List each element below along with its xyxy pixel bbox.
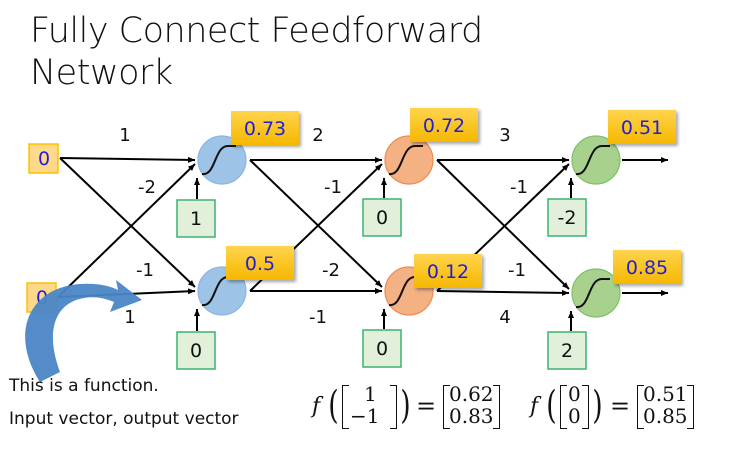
eq2-bracket-open — [560, 385, 567, 429]
output-box — [613, 250, 681, 284]
title-line-2: Network — [30, 53, 173, 93]
eq2-bracket-close — [582, 385, 589, 429]
bias-value: 1 — [190, 208, 202, 230]
eq2-bracket-out-open — [637, 385, 644, 429]
curved-arrow-icon — [25, 280, 143, 382]
eq2-bracket-out-close — [687, 385, 694, 429]
output-value: 0.85 — [626, 257, 668, 279]
caption-line-1: This is a function. — [9, 376, 159, 396]
edge-stage1-top-bottom — [59, 157, 196, 288]
eq2-out-top: 0.51 — [643, 382, 688, 406]
neuron-l2n1: 00.72 — [362, 108, 478, 237]
eq1-equals: = — [416, 392, 437, 420]
eq1-bracket-out-close — [493, 385, 500, 429]
weight-label-stage3-bottom-bottom: 4 — [499, 307, 510, 328]
eq1-in-bottom: −1 — [350, 404, 380, 428]
caption-line-2: Input vector, output vector — [9, 409, 239, 429]
edge-stage1-top-top — [59, 156, 196, 163]
input-value: 0 — [38, 148, 50, 170]
neuron-circle — [384, 135, 434, 185]
bias-box — [362, 198, 402, 237]
eq2-paren-open: ( — [546, 383, 557, 427]
weight-label-stage2-top-bottom: -2 — [322, 260, 340, 281]
weight-label-stage2-top-top: 2 — [312, 125, 323, 146]
sigmoid-icon — [575, 145, 610, 175]
output-box — [231, 111, 299, 145]
bias-value: -2 — [558, 207, 577, 229]
eq1-paren-open: ( — [328, 383, 339, 427]
output-value: 0.73 — [244, 118, 286, 140]
bias-box — [176, 199, 216, 238]
neuron-l1n2: 00.5 — [176, 246, 294, 370]
weight-label-stage3-top-bottom: -1 — [508, 260, 526, 281]
bias-box — [176, 331, 216, 370]
eq1-fn: f — [312, 394, 321, 419]
weight-label-stage1-bottom-bottom: 1 — [124, 307, 135, 328]
eq1-in-top: 1 — [364, 382, 377, 406]
eq2-out-bottom: 0.85 — [643, 404, 688, 428]
eq1-bracket-open — [342, 385, 349, 429]
sigmoid-icon — [388, 145, 423, 175]
title-line-1: Fully Connect Feedforward — [30, 11, 483, 51]
eq1-paren-close: ) — [400, 383, 411, 427]
weight-label-stage2-bottom-top: -1 — [324, 177, 342, 198]
output-box — [226, 246, 294, 280]
sigmoid-icon — [575, 278, 610, 308]
eq1-bracket-close — [390, 385, 397, 429]
bias-value: 0 — [376, 207, 388, 229]
eq1-out-bottom: 0.83 — [449, 404, 494, 428]
input-box — [28, 143, 59, 174]
bias-box — [547, 198, 587, 237]
output-value: 0.5 — [245, 253, 275, 275]
output-value: 0.12 — [427, 261, 469, 283]
slide-title: Fully Connect Feedforward Network — [30, 10, 483, 94]
neuron-l3n2: 20.85 — [547, 250, 681, 370]
eq2-in-bottom: 0 — [568, 404, 581, 428]
eq2-in-top: 0 — [568, 382, 581, 406]
neuron-circle — [571, 268, 621, 318]
bias-value: 0 — [376, 338, 388, 360]
output-value: 0.72 — [423, 115, 465, 137]
equation-2: f ( 0 0 ) = 0.51 0.85 — [530, 380, 730, 440]
weight-label-stage3-top-top: 3 — [499, 125, 510, 146]
bias-value: 2 — [561, 340, 573, 362]
equation-1: f ( 1 −1 ) = 0.62 0.83 — [312, 380, 512, 440]
input-node-1: 0 — [28, 143, 59, 174]
output-value: 0.51 — [621, 117, 663, 139]
eq2-equals: = — [610, 392, 631, 420]
eq2-paren-close: ) — [592, 383, 603, 427]
weight-label-stage1-bottom-top: -2 — [138, 177, 156, 198]
edge-stage1-bottom-top — [57, 163, 196, 298]
edge-stage3-bottom-bottom — [436, 289, 570, 296]
weight-labels: 1 -2 -1 1 2 -1 -2 -1 3 -1 -1 4 — [119, 125, 528, 328]
neuron-l2n2: 00.12 — [362, 254, 482, 368]
bias-box — [362, 329, 402, 368]
weight-label-stage1-top-bottom: -1 — [136, 260, 154, 281]
weight-label-stage2-bottom-bottom: -1 — [309, 307, 327, 328]
neuron-l1n1: 10.73 — [176, 111, 299, 238]
eq1-bracket-out-open — [443, 385, 450, 429]
eq1-out-top: 0.62 — [449, 382, 494, 406]
weight-label-stage1-top-top: 1 — [119, 125, 130, 146]
output-box — [608, 110, 676, 144]
sigmoid-icon — [201, 145, 236, 175]
eq2-fn: f — [530, 394, 539, 419]
bias-box — [547, 331, 587, 370]
output-box — [410, 108, 478, 142]
neuron-l3n1: -2 0.51 — [547, 110, 676, 237]
weight-label-stage3-bottom-top: -1 — [510, 177, 528, 198]
edge-stage3-top-bottom — [436, 159, 570, 290]
edge-stage2-top-bottom — [249, 159, 383, 288]
output-box — [414, 254, 482, 288]
bias-value: 0 — [190, 340, 202, 362]
